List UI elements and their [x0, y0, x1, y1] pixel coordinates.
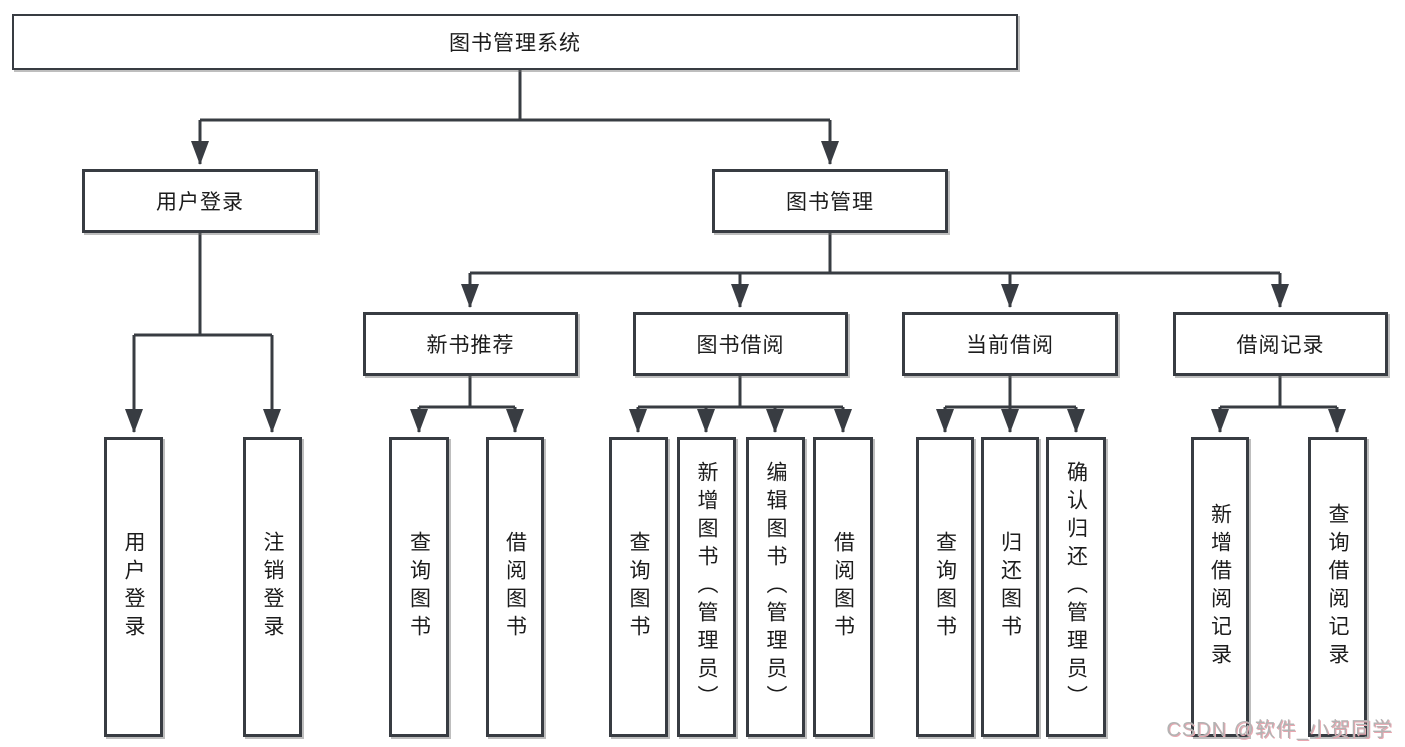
- node-borrow-records-label: 借阅记录: [1236, 334, 1325, 357]
- node-user-login: 用户登录: [82, 169, 318, 233]
- node-book-management: 图书管理: [712, 169, 948, 233]
- leaf-label: 用户登录: [122, 531, 145, 643]
- leaf-node-return-books: 归还图书: [981, 437, 1039, 737]
- leaf-label: 新增借阅记录: [1208, 503, 1232, 671]
- leaf-node-add-books-admin: 新增图书（管理员）: [677, 437, 736, 737]
- leaf-label: 借阅图书: [503, 531, 527, 643]
- leaf-node-borrow-books: 借阅图书: [813, 437, 873, 737]
- node-book-borrow-label: 图书借阅: [696, 334, 785, 357]
- node-user-login-label: 用户登录: [156, 191, 244, 214]
- leaf-label: 查询图书: [933, 531, 957, 643]
- leaf-node-logout: 注销登录: [243, 437, 302, 737]
- node-root: 图书管理系统: [12, 14, 1018, 70]
- leaf-node-add-borrow-record: 新增借阅记录: [1191, 437, 1249, 737]
- leaf-label: 查询借阅记录: [1326, 503, 1349, 671]
- leaf-node-query-books-current: 查询图书: [916, 437, 974, 737]
- node-book-borrow: 图书借阅: [633, 312, 848, 376]
- leaf-label: 注销登录: [261, 531, 284, 643]
- leaf-label: 查询图书: [407, 531, 431, 643]
- node-current-borrow: 当前借阅: [902, 312, 1118, 376]
- leaf-label: 编辑图书（管理员）: [764, 461, 787, 713]
- leaf-label: 借阅图书: [831, 531, 855, 643]
- leaf-node-borrow-books-recommend: 借阅图书: [486, 437, 544, 737]
- leaf-label: 新增图书（管理员）: [695, 461, 718, 713]
- leaf-node-edit-books-admin: 编辑图书（管理员）: [746, 437, 805, 737]
- leaf-node-user-login: 用户登录: [104, 437, 163, 737]
- node-root-label: 图书管理系统: [449, 32, 581, 55]
- node-book-management-label: 图书管理: [786, 191, 874, 214]
- node-new-book-recommend-label: 新书推荐: [426, 334, 515, 357]
- leaf-label: 查询图书: [627, 531, 650, 643]
- leaf-node-confirm-return-admin: 确认归还（管理员）: [1046, 437, 1106, 737]
- node-borrow-records: 借阅记录: [1173, 312, 1388, 376]
- leaf-node-query-books-recommend: 查询图书: [389, 437, 449, 737]
- leaf-label: 归还图书: [998, 531, 1022, 643]
- watermark: CSDN @软件_小贺同学: [1166, 719, 1393, 741]
- leaf-node-query-borrow-record: 查询借阅记录: [1308, 437, 1367, 737]
- node-current-borrow-label: 当前借阅: [966, 334, 1054, 357]
- node-new-book-recommend: 新书推荐: [363, 312, 578, 376]
- leaf-label: 确认归还（管理员）: [1064, 461, 1088, 713]
- leaf-node-query-books-borrow: 查询图书: [609, 437, 668, 737]
